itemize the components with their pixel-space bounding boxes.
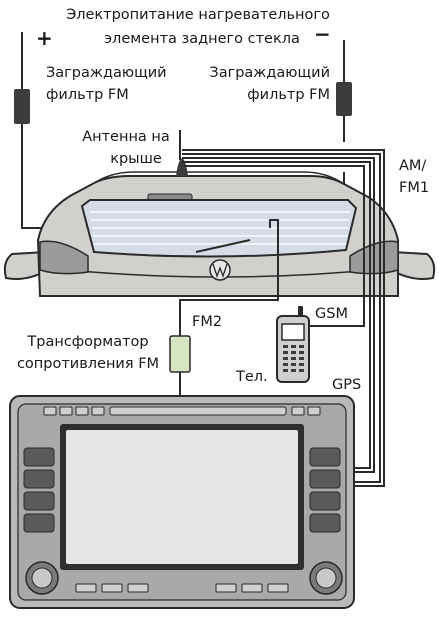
display-screen	[66, 430, 298, 564]
top-button-row	[43, 406, 321, 416]
phone-label: Тел.	[235, 369, 268, 385]
transformer-line-1: Трансформатор	[26, 334, 148, 350]
logo-icon	[209, 259, 231, 281]
phone-screen	[281, 323, 305, 341]
plus-sign: +	[36, 26, 53, 50]
disc-slot	[109, 406, 287, 416]
mobile-phone	[276, 306, 310, 383]
filter-right-line-2: фильтр FM	[247, 87, 330, 103]
am-fm1-line-1: AM/	[399, 158, 426, 174]
fm2-from-glass	[179, 219, 279, 336]
antenna-line-2: крыше	[110, 151, 162, 167]
cable-gps-a	[182, 149, 385, 487]
tail-light-left	[39, 240, 89, 275]
knob-left	[25, 561, 59, 595]
logo-mark	[212, 263, 228, 278]
impedance-transformer	[169, 335, 191, 373]
cable-gps-b	[182, 153, 381, 483]
cable-amfm-a	[182, 157, 375, 473]
head-unit	[9, 395, 355, 609]
fm2-label: FM2	[192, 314, 222, 330]
am-fm1-line-2: FM1	[399, 180, 429, 196]
cable-amfm-b	[182, 161, 371, 469]
minus-sign: −	[314, 22, 331, 46]
filter-left-line-1: Заграждающий	[46, 65, 167, 81]
knob-right	[309, 561, 343, 595]
car-rear	[3, 158, 436, 297]
gsm-label: GSM	[315, 306, 348, 322]
antenna-cables	[179, 130, 385, 487]
blocking-filter-left	[14, 89, 30, 124]
right-buttons	[309, 447, 341, 533]
filter-right-line-1: Заграждающий	[209, 65, 330, 81]
roof-lip	[95, 171, 345, 185]
left-buttons	[23, 447, 55, 533]
phone-keypad	[283, 345, 304, 372]
antenna-line-1: Антенна на	[82, 129, 170, 145]
defroster-grid	[90, 211, 350, 245]
title-line-1: Электропитание нагревательного	[66, 7, 330, 23]
rear-wiper	[195, 239, 251, 253]
bottom-button-row	[75, 583, 289, 593]
cable-gsm	[184, 165, 365, 327]
blocking-filter-right	[336, 82, 352, 116]
transformer-line-2: сопротивления FM	[17, 356, 159, 372]
gps-label: GPS	[332, 377, 361, 393]
title-line-2: элемента заднего стекла	[104, 31, 300, 47]
filter-left-line-2: фильтр FM	[46, 87, 129, 103]
